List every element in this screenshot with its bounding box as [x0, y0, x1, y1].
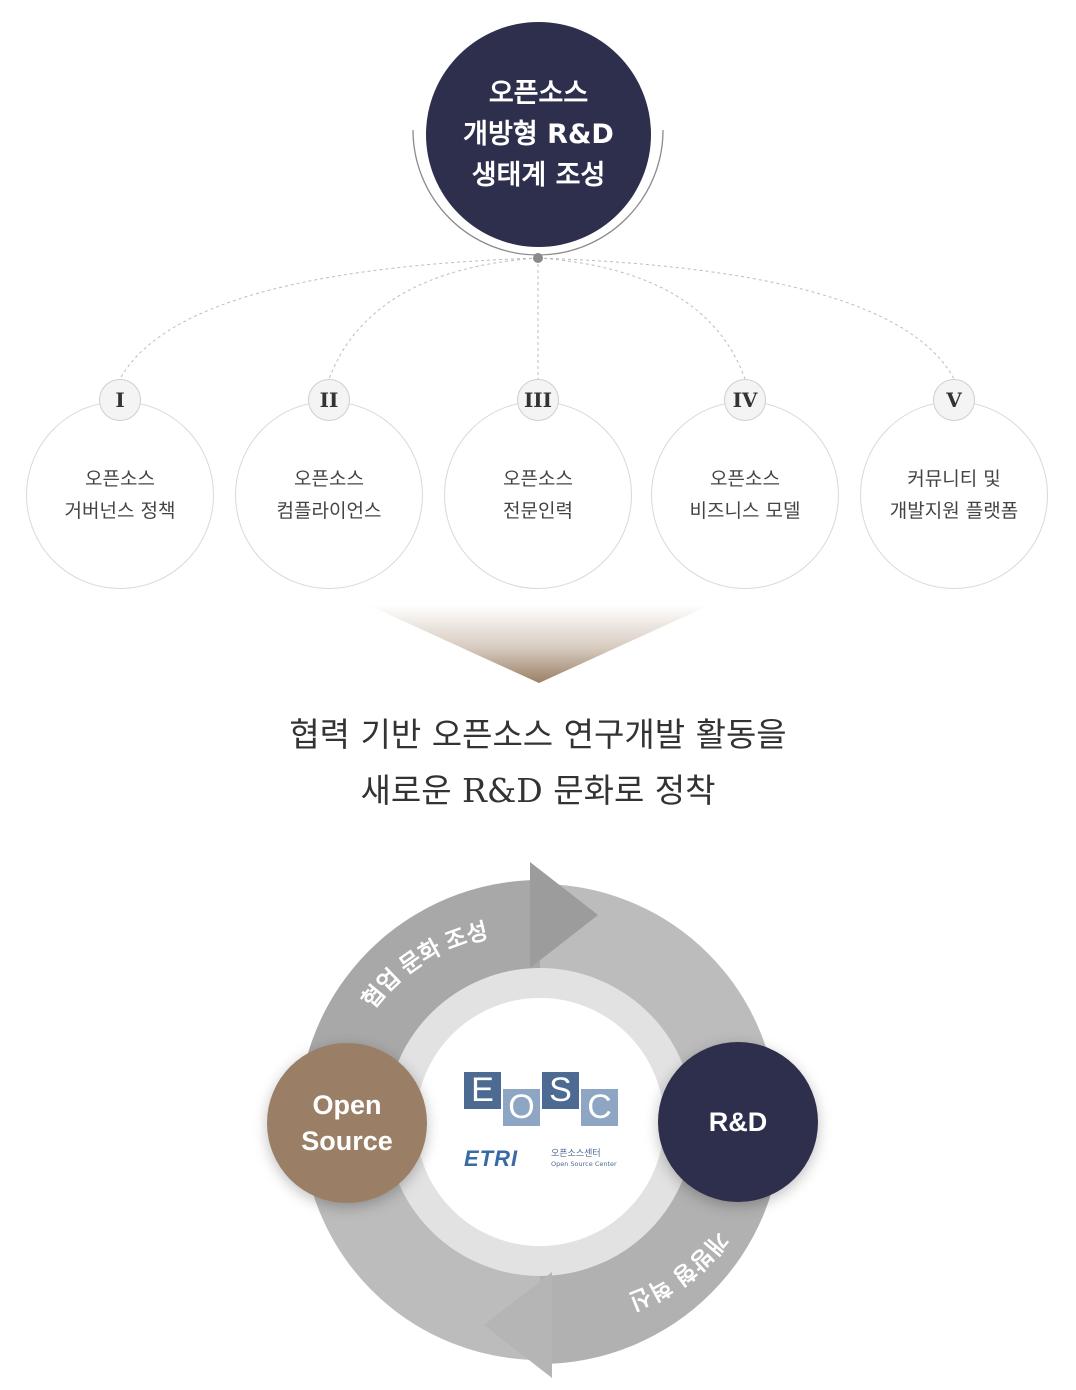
logo-letter-e: E	[464, 1072, 501, 1109]
open-source-node: Open Source	[267, 1043, 427, 1203]
arrow-head-top	[530, 862, 598, 968]
eosc-logo: E O S C ETRI 오픈소스센터 Open Source Center	[462, 1072, 622, 1177]
pillar-1-line-1: 오픈소스	[85, 468, 155, 490]
arrow-head-bottom	[484, 1272, 552, 1378]
goal-line-3: 생태계 조성	[471, 160, 606, 191]
pillar-circle-3: 오픈소스 전문인력	[444, 401, 632, 589]
pillar-1-line-2: 거버넌스 정책	[64, 500, 176, 522]
logo-letter-o: O	[503, 1089, 540, 1126]
rnd-label: R&D	[708, 1106, 768, 1137]
pillar-2-line-1: 오픈소스	[294, 468, 364, 490]
slogan: 협력 기반 오픈소스 연구개발 활동을 새로운 R&D 문화로 정착	[0, 707, 1076, 819]
pillar-3-line-1: 오픈소스	[503, 468, 573, 490]
pillar-4-line-1: 오픈소스	[710, 468, 780, 490]
etri-wordmark: ETRI	[464, 1146, 519, 1171]
logo-english-text: Open Source Center	[551, 1160, 617, 1168]
slogan-line-2: 새로운 R&D 문화로 정착	[360, 771, 716, 810]
pillar-3-line-2: 전문인력	[503, 500, 573, 522]
open-source-line-2: Source	[301, 1126, 393, 1156]
goal-line-2: 개방형 R&D	[463, 119, 614, 150]
numeral-badge-5: V	[933, 379, 975, 421]
pillar-circle-4: 오픈소스 비즈니스 모델	[651, 401, 839, 589]
pillar-4-line-2: 비즈니스 모델	[689, 500, 801, 522]
pillar-2-line-2: 컴플라이언스	[276, 500, 382, 522]
numeral-badge-3: III	[517, 379, 559, 421]
pillar-circle-5: 커뮤니티 및 개발지원 플랫폼	[860, 401, 1048, 589]
rnd-node: R&D	[658, 1042, 818, 1202]
logo-letter-c: C	[581, 1089, 618, 1126]
numeral-badge-1: I	[99, 379, 141, 421]
center-disc	[416, 998, 664, 1246]
pillar-5-line-2: 개발지원 플랫폼	[889, 500, 1019, 522]
goal-circle: 오픈소스 개방형 R&D 생태계 조성	[426, 22, 651, 247]
connector-dot	[533, 253, 543, 263]
goal-line-1: 오픈소스	[488, 78, 589, 109]
logo-korean-text: 오픈소스센터	[551, 1149, 601, 1159]
pillar-circle-1: 오픈소스 거버넌스 정책	[26, 401, 214, 589]
slogan-line-1: 협력 기반 오픈소스 연구개발 활동을	[289, 715, 787, 754]
numeral-badge-4: IV	[724, 379, 766, 421]
pillar-5-line-1: 커뮤니티 및	[907, 468, 1001, 490]
pillar-circle-2: 오픈소스 컴플라이언스	[235, 401, 423, 589]
open-source-line-1: Open	[312, 1090, 382, 1120]
numeral-badge-2: II	[308, 379, 350, 421]
logo-letter-s: S	[542, 1072, 579, 1109]
